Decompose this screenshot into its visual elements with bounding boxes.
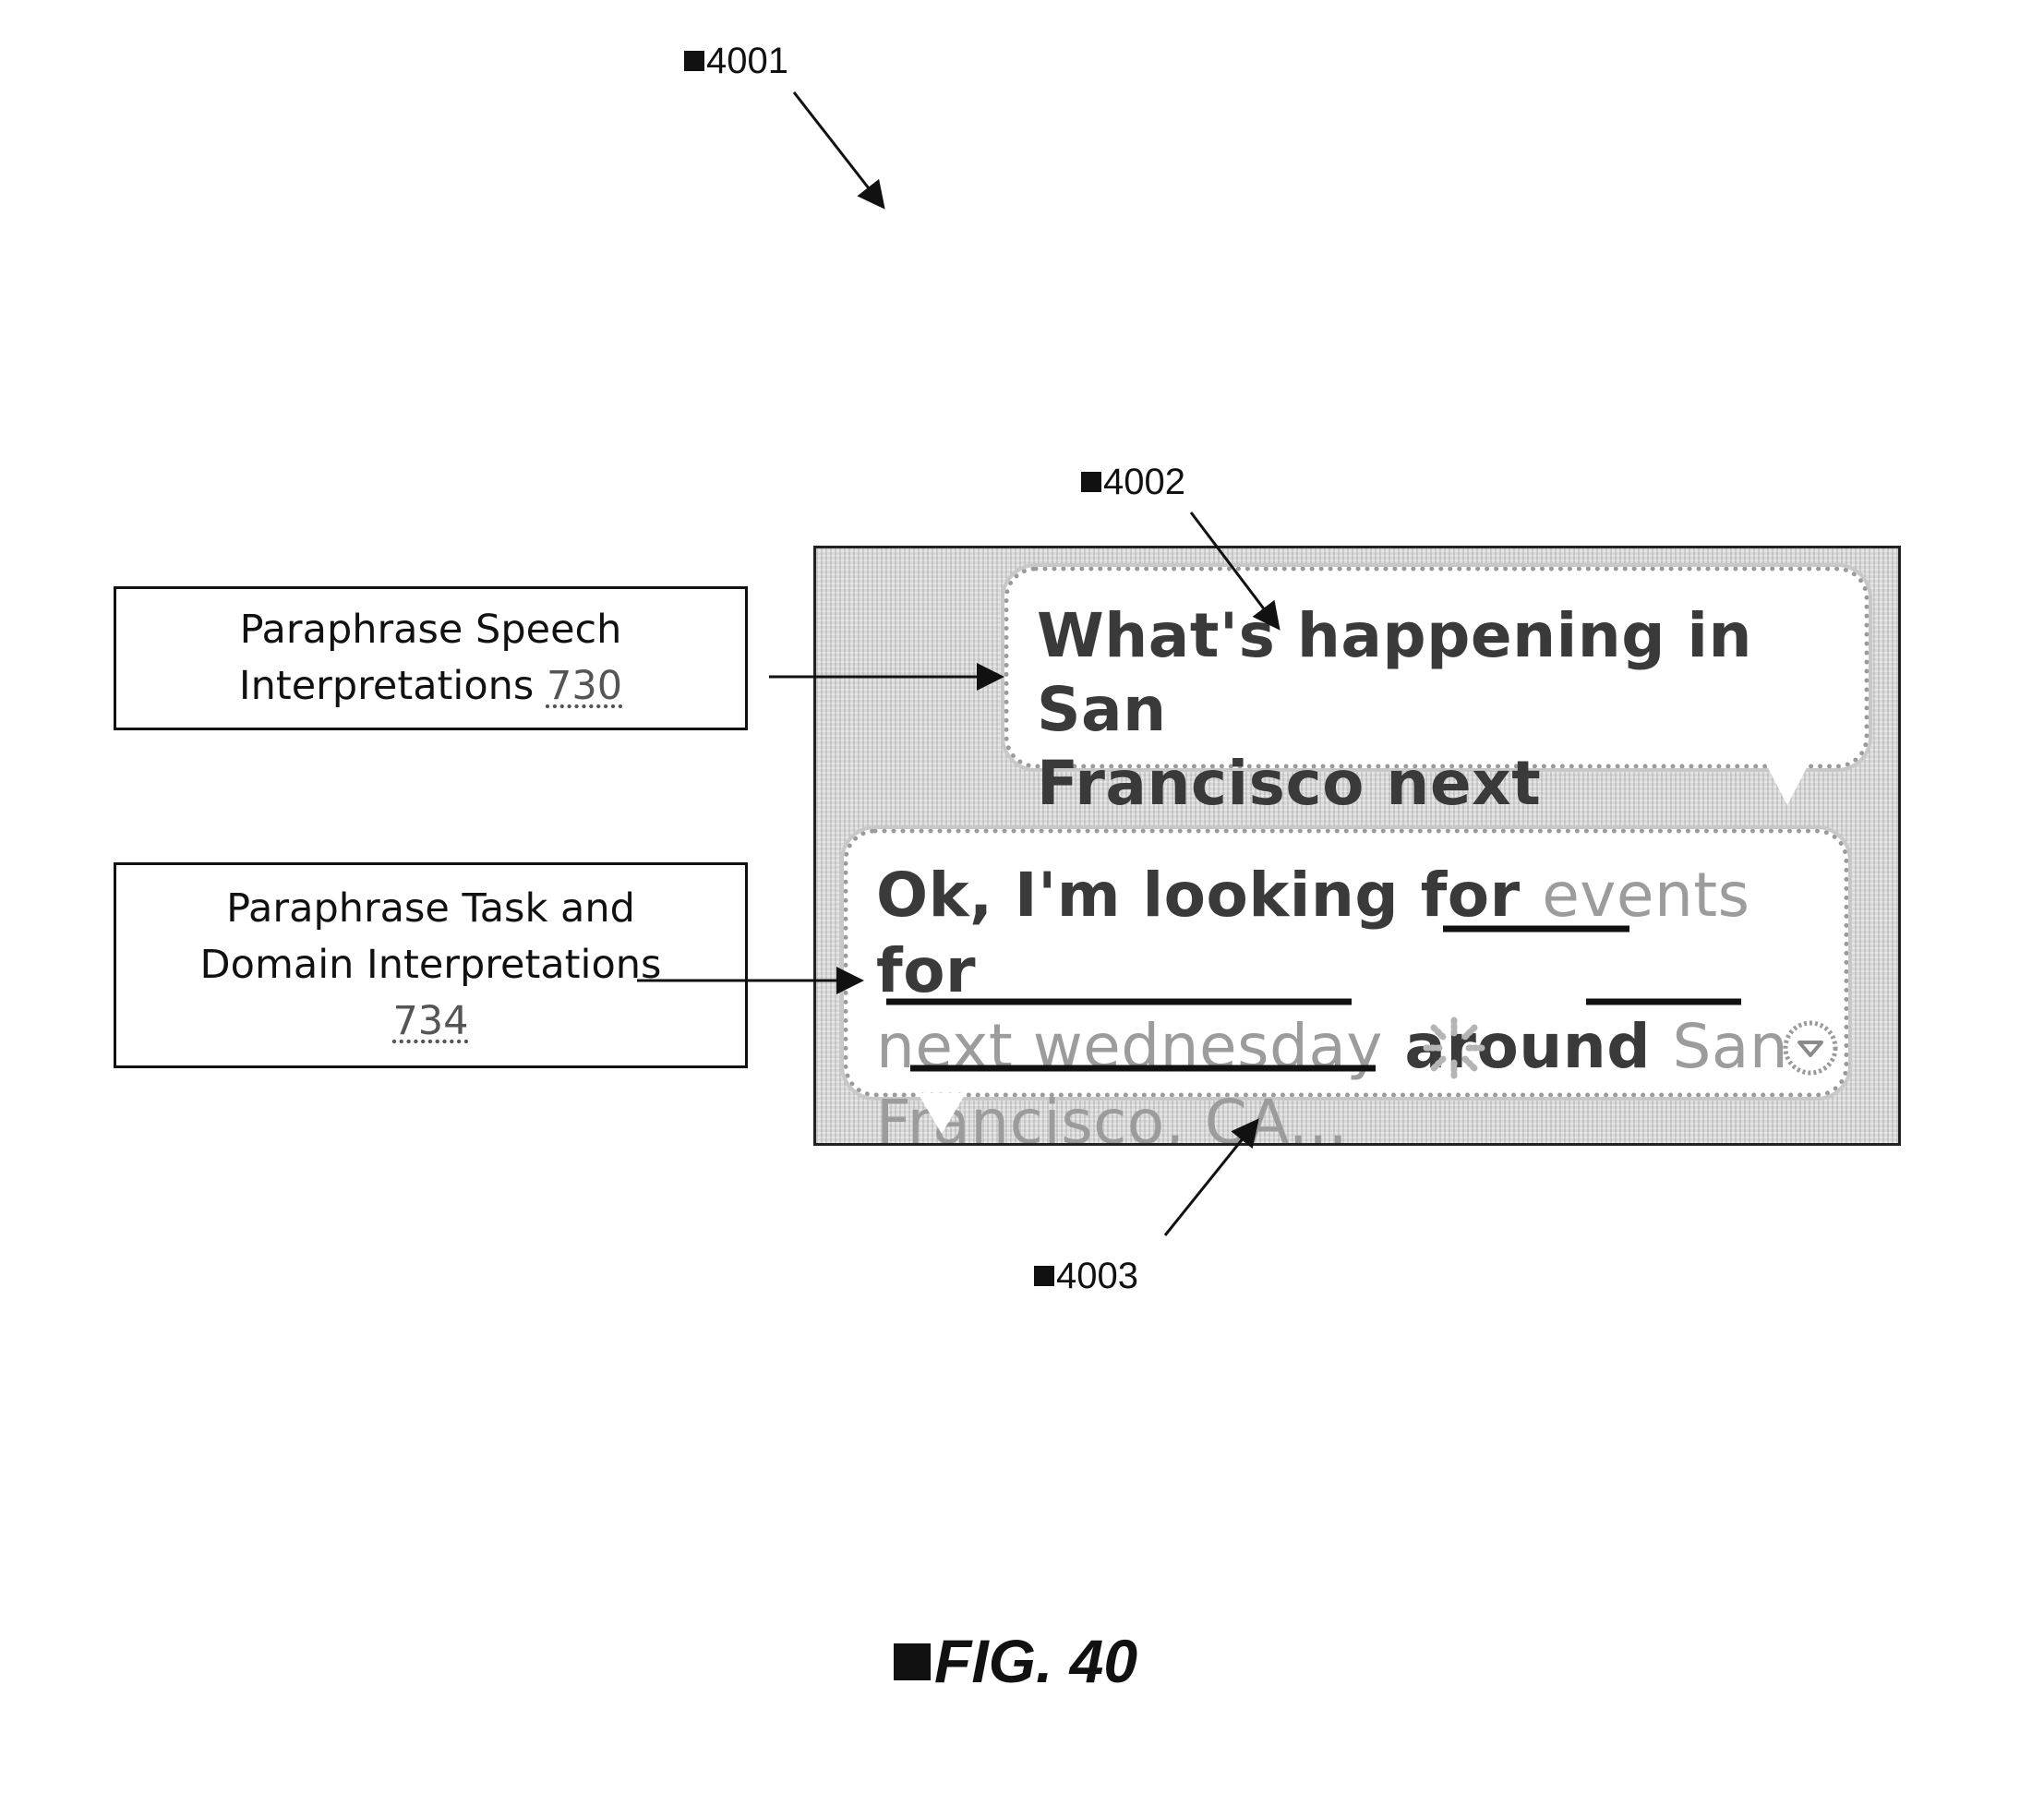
leader-4002: [1191, 512, 1277, 626]
caption-marker: [894, 1643, 931, 1680]
leader-4001: [794, 92, 882, 205]
leader-4003: [1165, 1123, 1256, 1235]
figure-caption: FIG. 40: [894, 1631, 1137, 1691]
